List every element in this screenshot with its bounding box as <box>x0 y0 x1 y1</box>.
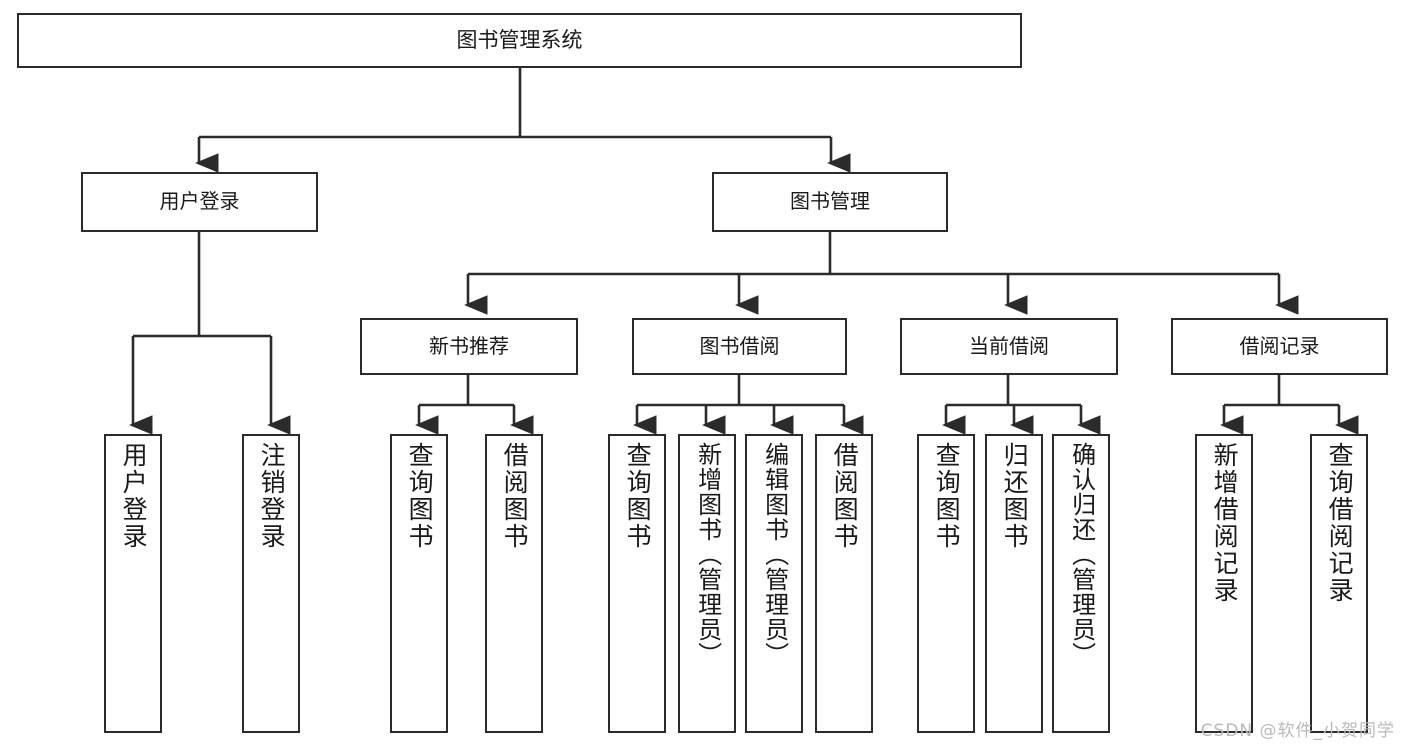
leaf-user-login[interactable]: 用户登录 <box>104 434 162 733</box>
node-user-login-label: 用户登录 <box>159 189 240 214</box>
node-current-borrow-label: 当前借阅 <box>969 333 1049 358</box>
leaf-query-books-current[interactable]: 查询图书 <box>917 434 975 733</box>
node-root[interactable]: 图书管理系统 <box>17 13 1022 68</box>
leaf-query-borrow-record-label: 查询借阅记录 <box>1325 442 1355 604</box>
leaf-add-book-admin[interactable]: 新增图书（管理员） <box>678 434 736 733</box>
node-book-management-label: 图书管理 <box>790 189 870 214</box>
leaf-borrow-books-recommend[interactable]: 借阅图书 <box>485 434 543 733</box>
leaf-borrow-books[interactable]: 借阅图书 <box>815 434 873 733</box>
node-book-borrow[interactable]: 图书借阅 <box>632 318 847 375</box>
leaf-user-login-label: 用户登录 <box>119 442 149 550</box>
leaf-borrow-books-recommend-label: 借阅图书 <box>500 442 530 550</box>
leaf-query-books-current-label: 查询图书 <box>932 442 962 550</box>
leaf-query-borrow-record[interactable]: 查询借阅记录 <box>1310 434 1368 733</box>
node-book-management[interactable]: 图书管理 <box>712 172 948 232</box>
leaf-edit-book-admin-label: 编辑图书（管理员） <box>760 442 789 667</box>
leaf-edit-book-admin[interactable]: 编辑图书（管理员） <box>745 434 803 733</box>
watermark: CSDN @软件_小贺同学 <box>1200 721 1395 741</box>
leaf-confirm-return-admin-label: 确认归还（管理员） <box>1067 442 1096 667</box>
node-borrow-records[interactable]: 借阅记录 <box>1171 318 1388 375</box>
node-new-book-recommend-label: 新书推荐 <box>429 333 509 358</box>
leaf-query-books-borrow-label: 查询图书 <box>623 442 653 550</box>
leaf-query-books-recommend-label: 查询图书 <box>405 442 435 550</box>
leaf-add-borrow-record-label: 新增借阅记录 <box>1210 442 1240 604</box>
leaf-return-books-label: 归还图书 <box>1000 442 1030 550</box>
leaf-confirm-return-admin[interactable]: 确认归还（管理员） <box>1052 434 1110 733</box>
node-current-borrow[interactable]: 当前借阅 <box>900 318 1118 375</box>
node-root-label: 图书管理系统 <box>456 28 583 53</box>
leaf-logout-label: 注销登录 <box>257 442 287 550</box>
node-user-login[interactable]: 用户登录 <box>81 172 318 232</box>
node-borrow-records-label: 借阅记录 <box>1239 333 1320 358</box>
node-new-book-recommend[interactable]: 新书推荐 <box>360 318 578 375</box>
leaf-add-borrow-record[interactable]: 新增借阅记录 <box>1195 434 1253 733</box>
leaf-return-books[interactable]: 归还图书 <box>985 434 1043 733</box>
leaf-query-books-borrow[interactable]: 查询图书 <box>608 434 666 733</box>
leaf-add-book-admin-label: 新增图书（管理员） <box>693 442 722 667</box>
leaf-borrow-books-label: 借阅图书 <box>830 442 860 550</box>
leaf-query-books-recommend[interactable]: 查询图书 <box>390 434 448 733</box>
leaf-logout[interactable]: 注销登录 <box>242 434 300 733</box>
node-book-borrow-label: 图书借阅 <box>699 333 780 358</box>
